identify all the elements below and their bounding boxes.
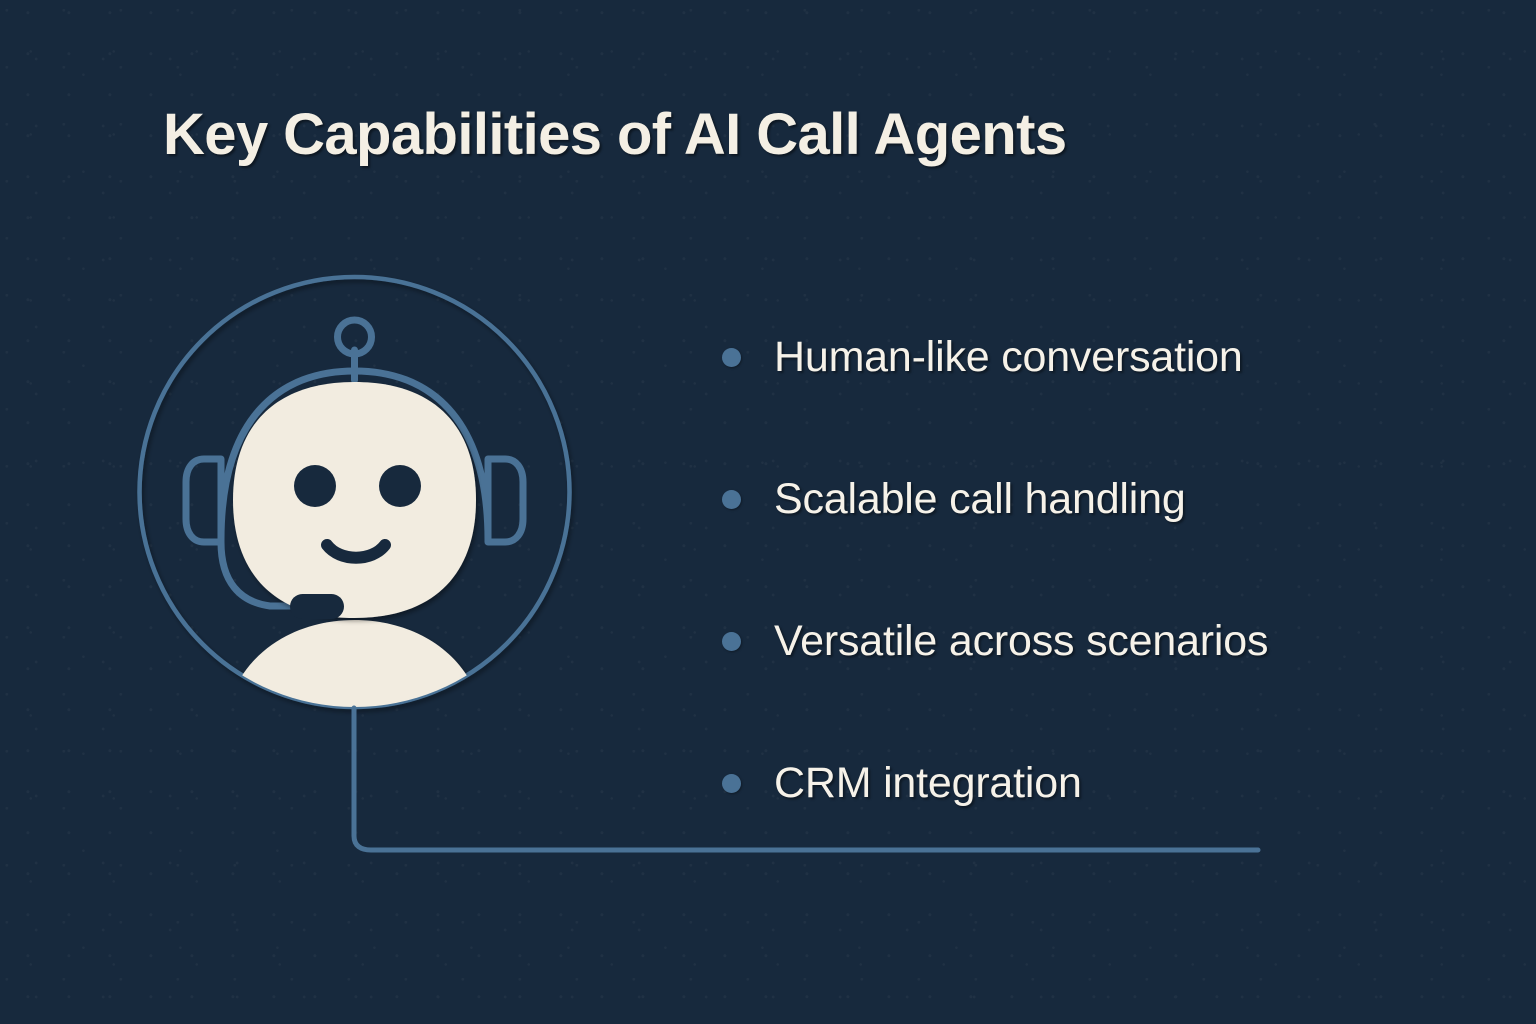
headset-band	[217, 367, 492, 544]
list-item[interactable]: Scalable call handling	[722, 428, 1482, 570]
robot-right-eye	[379, 465, 421, 507]
robot-left-eye	[294, 465, 336, 507]
list-item[interactable]: Versatile across scenarios	[722, 570, 1482, 712]
bullet-dot-icon	[722, 631, 741, 651]
list-item-label: CRM integration	[774, 758, 1082, 807]
list-item-label: Human-like conversation	[774, 332, 1243, 381]
list-item[interactable]: Human-like conversation	[722, 286, 1482, 428]
antenna-icon	[334, 316, 375, 358]
headset-left-earcup	[182, 455, 225, 546]
headset-mic-tip	[290, 594, 344, 619]
headset-right-earcup	[484, 455, 527, 546]
ai-call-agent-illustration	[110, 240, 610, 880]
robot-head	[233, 382, 476, 618]
bullet-dot-icon	[722, 489, 741, 509]
robot-smile	[321, 539, 391, 564]
bullet-dot-icon	[722, 773, 741, 793]
headset-mic-boom	[217, 538, 300, 610]
connector-line	[351, 705, 1261, 853]
list-item-label: Versatile across scenarios	[774, 616, 1269, 665]
list-item-label: Scalable call handling	[774, 474, 1186, 523]
capabilities-list: Human-like conversation Scalable call ha…	[722, 286, 1482, 854]
list-item[interactable]: CRM integration	[722, 712, 1482, 854]
robot-shoulders	[224, 620, 485, 707]
page-title: Key Capabilities of AI Call Agents	[163, 102, 1067, 167]
bullet-dot-icon	[722, 347, 741, 367]
